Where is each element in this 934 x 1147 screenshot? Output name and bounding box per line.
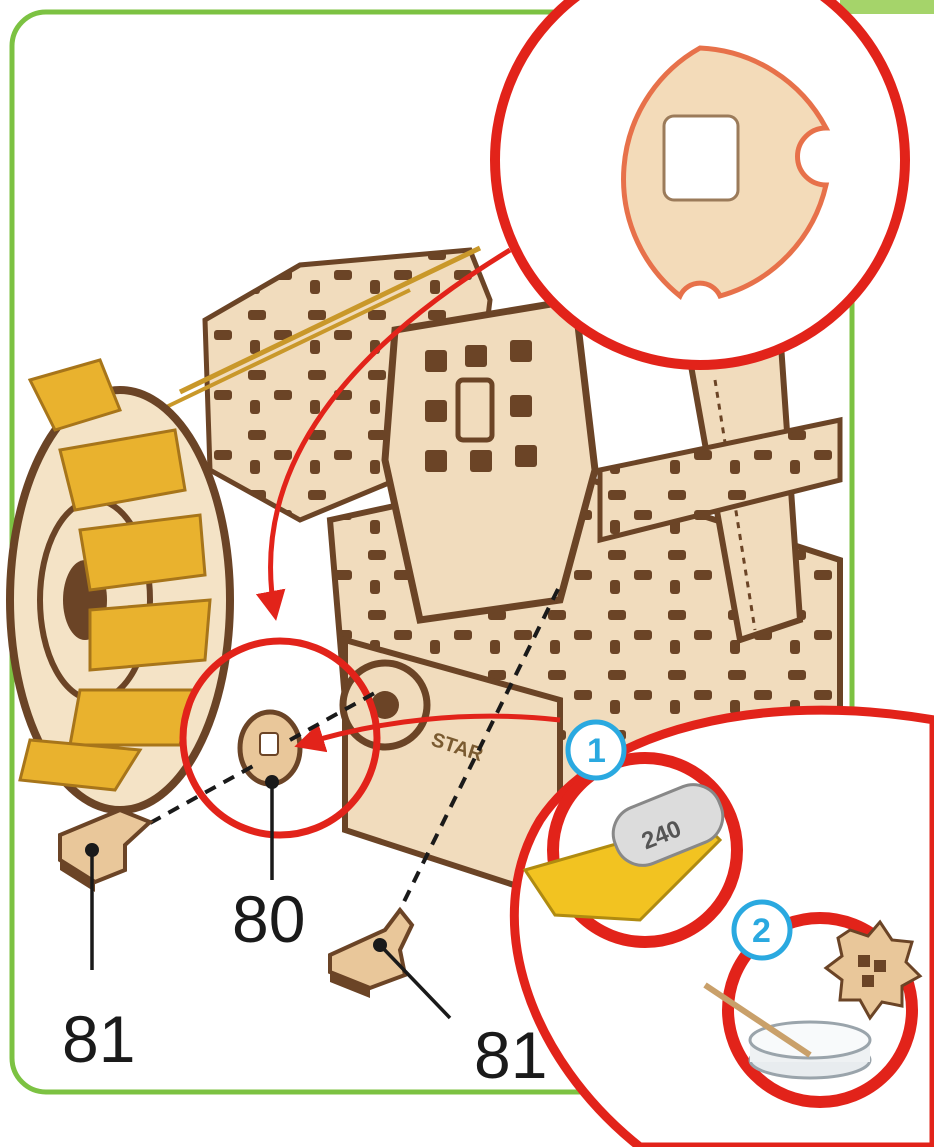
step-2-number: 2 (752, 912, 771, 950)
part-80-label: 80 (232, 882, 305, 956)
part-81-left-piece (60, 810, 150, 892)
part-80-disc-icon (240, 712, 300, 784)
part-81-right-label: 81 (474, 1018, 547, 1092)
step-1-number: 1 (587, 732, 606, 770)
part-81-right-piece (330, 910, 412, 998)
part-81-left-label: 81 (62, 1002, 135, 1076)
top-green-band (840, 0, 934, 14)
tips-callout: 240 1 2 (514, 710, 934, 1147)
big-wheel (10, 360, 230, 810)
